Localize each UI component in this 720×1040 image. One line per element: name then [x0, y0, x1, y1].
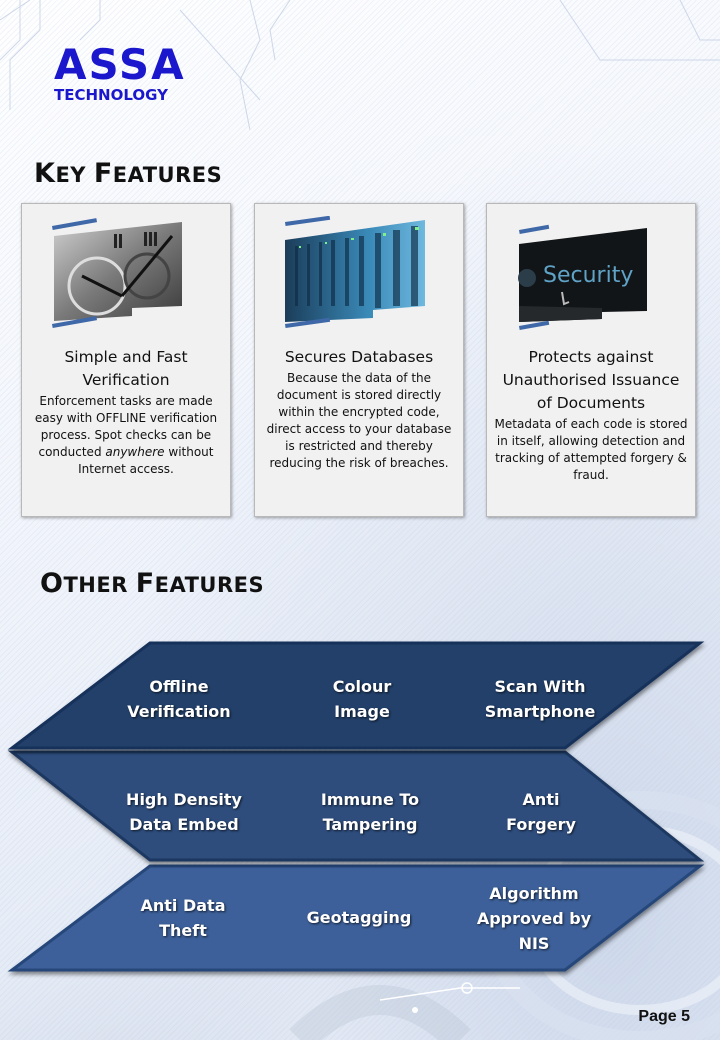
feature-label-line: Forgery: [506, 815, 576, 834]
card-text: Protects against Unauthorised Issuance o…: [487, 346, 695, 484]
feature-label-line: Anti: [522, 790, 560, 809]
card-text: Secures Databases Because the data of th…: [255, 346, 463, 472]
feature-label-line: Geotagging: [306, 908, 412, 927]
feature-card-secures-databases: Secures Databases Because the data of th…: [254, 203, 464, 517]
feature-label-line: Image: [334, 702, 390, 721]
card-description: Enforcement tasks are made easy with OFF…: [24, 393, 228, 478]
feature-label-line: NIS: [518, 934, 550, 953]
feature-card-unauthorised-issuance: Security Protects against Unauthorised I…: [486, 203, 696, 517]
feature-label-line: Approved by: [476, 909, 592, 928]
card-title-line: Secures Databases: [284, 348, 434, 366]
feature-label-line: Scan With: [494, 677, 586, 696]
card-description-text: without Internet access.: [78, 445, 214, 476]
clock-image: [52, 218, 182, 328]
logo-subtitle: TECHNOLOGY: [54, 86, 168, 104]
heading-rest: EATURES: [154, 573, 265, 597]
feature-label-line: Immune To: [320, 790, 420, 809]
feature-label-line: Algorithm: [489, 884, 579, 903]
cursor-hand-icon: [561, 291, 570, 306]
card-title-line: Protects against: [528, 348, 654, 366]
page-number: Page 5: [638, 1008, 690, 1025]
heading-initial: F: [135, 568, 155, 599]
server-racks-image: [285, 216, 425, 328]
heading-rest: THER: [63, 573, 136, 597]
other-features-heading: OTHER FEATURES: [40, 568, 264, 599]
feature-band-2: [7, 750, 705, 862]
feature-label-line: High Density: [126, 790, 242, 809]
card-description-emphasis: anywhere: [105, 445, 165, 459]
other-features-chevron-diagram: [7, 641, 705, 972]
feature-label-line: Theft: [159, 921, 207, 940]
key-features-heading: KEY FEATURES: [34, 158, 222, 189]
card-title-line: of Documents: [536, 394, 646, 412]
feature-label-line: Offline: [149, 677, 209, 696]
card-title-line: Verification: [82, 371, 170, 389]
security-word: Security: [543, 263, 633, 288]
heading-initial: F: [93, 158, 113, 189]
card-description: Because the data of the document is stor…: [266, 371, 452, 470]
feature-label-line: Smartphone: [484, 702, 596, 721]
card-title-line: Simple and Fast: [64, 348, 188, 366]
logo-wordmark: ASSA: [54, 40, 186, 89]
feature-label-line: Data Embed: [129, 815, 239, 834]
assa-technology-logo: ASSA TECHNOLOGY: [54, 40, 229, 105]
security-screen-image: Security: [518, 224, 647, 330]
feature-immune-to-tampering: Immune To Tampering: [295, 787, 445, 837]
heading-initial: O: [40, 568, 64, 599]
card-description-text: Enforcement tasks are made easy with OFF…: [34, 394, 218, 459]
feature-card-simple-fast-verification: Simple and Fast Verification Enforcement…: [21, 203, 231, 517]
feature-geotagging: Geotagging: [284, 905, 434, 930]
card-description: Metadata of each code is stored in itsel…: [494, 417, 688, 482]
feature-label-line: Verification: [127, 702, 231, 721]
heading-rest: EY: [55, 163, 94, 187]
heading-initial: K: [34, 158, 56, 189]
feature-label-line: Tampering: [322, 815, 418, 834]
feature-band-3: [7, 864, 705, 972]
card-text: Simple and Fast Verification Enforcement…: [22, 346, 230, 478]
feature-band-1: [7, 641, 705, 750]
feature-label-line: Colour: [332, 677, 392, 696]
feature-label-line: Anti Data: [140, 896, 226, 915]
card-title-line: Unauthorised Issuance: [502, 371, 680, 389]
heading-rest: EATURES: [112, 163, 223, 187]
